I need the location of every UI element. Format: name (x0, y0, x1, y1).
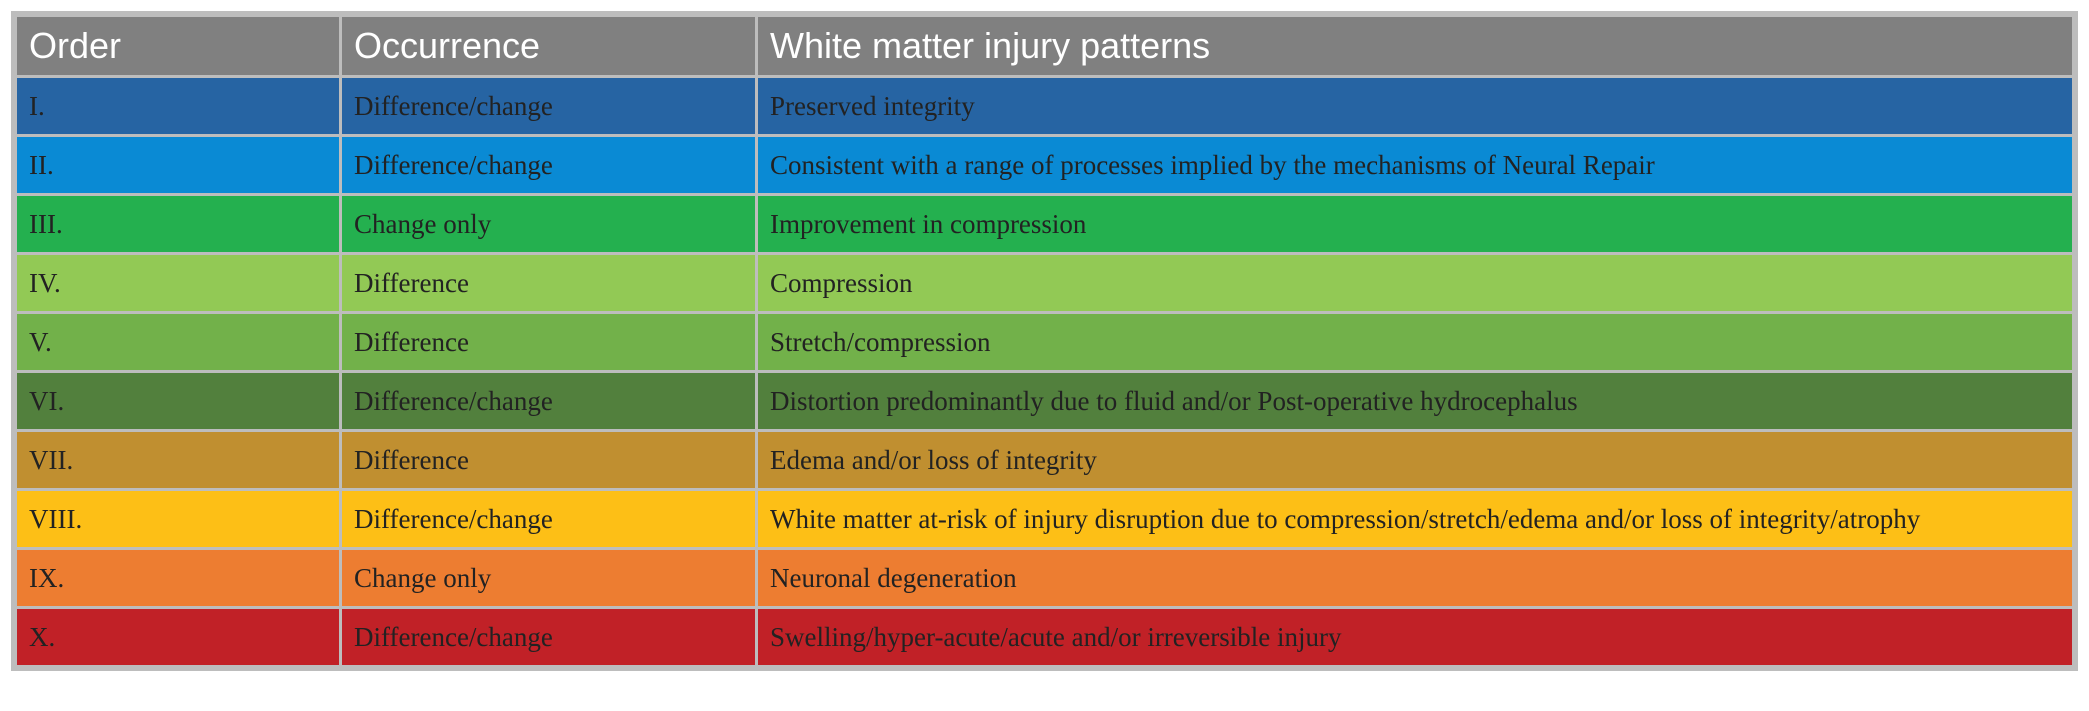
cell-pattern: Distortion predominantly due to fluid an… (755, 370, 2075, 432)
cell-pattern: Consistent with a range of processes imp… (755, 134, 2075, 196)
column-header-occurrence: Occurrence (339, 14, 758, 78)
cell-occurrence: Difference (339, 429, 758, 491)
cell-order: VIII. (14, 488, 342, 550)
cell-occurrence: Difference/change (339, 75, 758, 137)
cell-pattern: Improvement in compression (755, 193, 2075, 255)
injury-pattern-table-container: Order Occurrence White matter injury pat… (11, 11, 2078, 671)
cell-occurrence: Change only (339, 193, 758, 255)
injury-pattern-table: Order Occurrence White matter injury pat… (14, 14, 2075, 668)
cell-occurrence: Difference (339, 252, 758, 314)
cell-occurrence: Change only (339, 547, 758, 609)
cell-pattern: Compression (755, 252, 2075, 314)
cell-order: V. (14, 311, 342, 373)
cell-order: II. (14, 134, 342, 196)
cell-order: VI. (14, 370, 342, 432)
cell-order: IX. (14, 547, 342, 609)
cell-order: IV. (14, 252, 342, 314)
cell-pattern: Stretch/compression (755, 311, 2075, 373)
column-header-pattern: White matter injury patterns (755, 14, 2075, 78)
cell-order: VII. (14, 429, 342, 491)
cell-pattern: Edema and/or loss of integrity (755, 429, 2075, 491)
cell-pattern: Preserved integrity (755, 75, 2075, 137)
cell-order: III. (14, 193, 342, 255)
cell-occurrence: Difference/change (339, 488, 758, 550)
cell-pattern: White matter at-risk of injury disruptio… (755, 488, 2075, 550)
cell-occurrence: Difference/change (339, 370, 758, 432)
cell-occurrence: Difference/change (339, 606, 758, 668)
column-header-order: Order (14, 14, 342, 78)
cell-pattern: Neuronal degeneration (755, 547, 2075, 609)
cell-order: I. (14, 75, 342, 137)
table-header-row: Order Occurrence White matter injury pat… (14, 14, 2075, 78)
cell-order: X. (14, 606, 342, 668)
cell-pattern: Swelling/hyper-acute/acute and/or irreve… (755, 606, 2075, 668)
cell-occurrence: Difference/change (339, 134, 758, 196)
table-header: Order Occurrence White matter injury pat… (14, 14, 2075, 78)
cell-occurrence: Difference (339, 311, 758, 373)
